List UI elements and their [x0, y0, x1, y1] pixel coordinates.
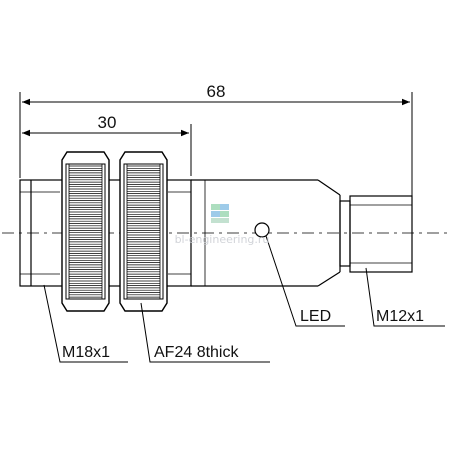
leader-lines — [43, 235, 445, 363]
callout-thread-label: M18x1 — [62, 344, 110, 361]
hex-nut-1 — [61, 151, 110, 312]
watermark-logo-icon — [211, 204, 229, 223]
hex-nut-2 — [119, 151, 168, 312]
watermark-text: bl-engineering.ru — [175, 233, 270, 246]
dimension-thread-label: 30 — [98, 113, 117, 132]
m12-connector — [339, 195, 413, 273]
callout-connector-label: M12x1 — [376, 308, 424, 325]
dimension-overall-label: 68 — [207, 82, 226, 101]
callout-led-label: LED — [300, 308, 331, 325]
watermark: bl-engineering.ru — [175, 204, 270, 246]
led-indicator — [254, 222, 270, 238]
extension-lines — [19, 92, 413, 196]
callout-nut-label: AF24 8thick — [154, 344, 239, 361]
